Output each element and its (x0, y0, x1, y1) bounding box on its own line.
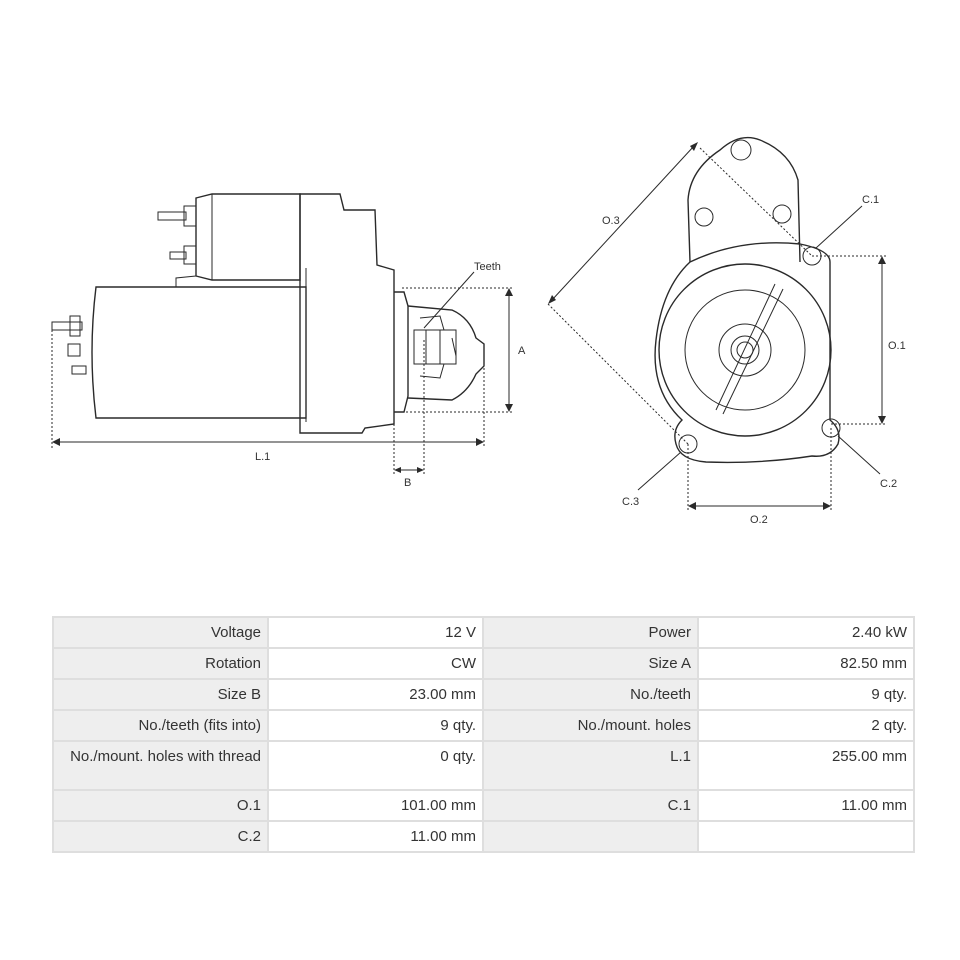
table-row: C.2 11.00 mm (52, 820, 915, 853)
motor-body (91, 286, 307, 419)
ear-hole-left (694, 207, 714, 227)
rear-terminal (51, 315, 87, 375)
label-a: A (518, 345, 526, 357)
dimension-o3 (547, 142, 813, 445)
spec-value: 11.00 mm (697, 789, 915, 822)
label-teeth: Teeth (474, 261, 501, 273)
spec-value: CW (267, 647, 484, 680)
spec-value: 12 V (267, 616, 484, 649)
teeth-leader (423, 271, 475, 329)
spec-label: Power (482, 616, 699, 649)
label-c1: C.1 (862, 194, 879, 206)
spec-label: C.2 (52, 820, 269, 853)
drive-housing (299, 193, 395, 434)
spec-label: Size A (482, 647, 699, 680)
spec-value: 0 qty. (267, 740, 484, 791)
pinion-mid (730, 335, 760, 365)
spec-label: L.1 (482, 740, 699, 791)
pinion-shaft (736, 341, 754, 359)
nose-housing-inner (684, 289, 806, 411)
leader-c1 (815, 205, 863, 249)
leader-c2 (837, 435, 881, 475)
ear-hole-right (772, 204, 792, 224)
table-row: O.1 101.00 mm C.1 11.00 mm (52, 789, 915, 822)
dimension-a (402, 287, 513, 413)
table-row: No./mount. holes with thread 0 qty. L.1 … (52, 740, 915, 791)
label-l1: L.1 (255, 451, 270, 463)
label-o3: O.3 (602, 215, 620, 227)
label-o2: O.2 (750, 514, 768, 526)
dimension-l1 (51, 330, 485, 448)
front-view: O.3 C.1 O.1 C.2 C.3 O.2 (547, 136, 906, 526)
spec-value: 82.50 mm (697, 647, 915, 680)
label-b: B (404, 477, 411, 489)
table-row: Rotation CW Size A 82.50 mm (52, 647, 915, 680)
spec-value: 23.00 mm (267, 678, 484, 711)
starter-motor-drawing: Teeth A L.1 B (51, 136, 906, 526)
spec-value: 9 qty. (267, 709, 484, 742)
dimension-o1 (812, 255, 886, 425)
label-o1: O.1 (888, 340, 906, 352)
spec-label: No./mount. holes with thread (52, 740, 269, 791)
spec-value: 2.40 kW (697, 616, 915, 649)
nose-cutaway-edge (715, 283, 776, 411)
spec-value (697, 820, 915, 853)
pinion-outer (718, 323, 772, 377)
label-c3: C.3 (622, 496, 639, 508)
pinion-nose (394, 291, 485, 413)
spec-value: 9 qty. (697, 678, 915, 711)
spec-label: No./mount. holes (482, 709, 699, 742)
table-row: Size B 23.00 mm No./teeth 9 qty. (52, 678, 915, 711)
spec-value: 2 qty. (697, 709, 915, 742)
solenoid-terminals (157, 205, 197, 265)
spec-value: 101.00 mm (267, 789, 484, 822)
spec-label: Voltage (52, 616, 269, 649)
spec-value: 255.00 mm (697, 740, 915, 791)
spec-label (482, 820, 699, 853)
label-c2: C.2 (880, 478, 897, 490)
side-view: Teeth A L.1 B (51, 193, 526, 489)
spec-label: No./teeth (482, 678, 699, 711)
leader-c3 (637, 451, 682, 491)
dimension-b (393, 340, 425, 476)
spec-label: O.1 (52, 789, 269, 822)
top-mounting-ear (687, 136, 801, 263)
dimension-o2 (687, 428, 832, 510)
nose-housing-outer (658, 263, 832, 437)
spec-value: 11.00 mm (267, 820, 484, 853)
spec-label: No./teeth (fits into) (52, 709, 269, 742)
spec-label: C.1 (482, 789, 699, 822)
mounting-flange (654, 242, 840, 464)
specifications-table: Voltage 12 V Power 2.40 kW Rotation CW S… (52, 616, 915, 853)
table-row: No./teeth (fits into) 9 qty. No./mount. … (52, 709, 915, 742)
spec-label: Size B (52, 678, 269, 711)
table-row: Voltage 12 V Power 2.40 kW (52, 616, 915, 649)
spec-label: Rotation (52, 647, 269, 680)
ear-hole-top (730, 139, 752, 161)
